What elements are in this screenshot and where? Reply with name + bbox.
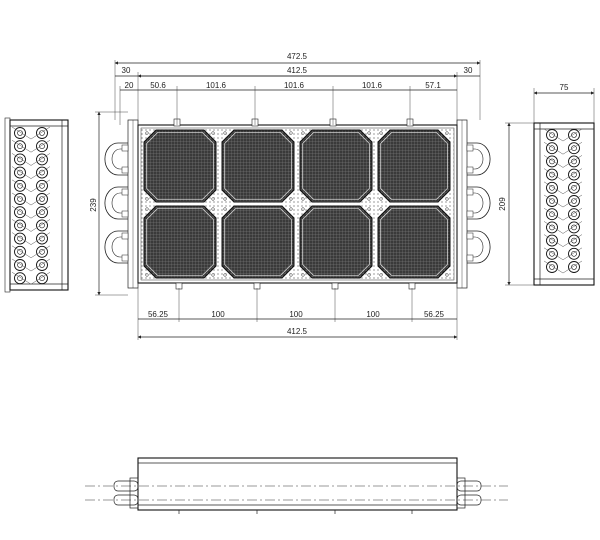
tube-end: [36, 272, 48, 285]
tube-end: [546, 181, 558, 194]
tube-end: [14, 206, 26, 219]
right-side-view: 75 209: [498, 83, 595, 286]
dim-fan-spacing-3: 101.6: [284, 81, 305, 90]
dim-core-width-bottom: 412.5: [287, 327, 308, 336]
fan-grille: [299, 205, 373, 279]
bottom-view-body: [137, 457, 458, 511]
tube-end: [14, 219, 26, 232]
tube-end: [14, 232, 26, 245]
dim-fan-spacing-4: 101.6: [362, 81, 383, 90]
dim-side-height: 209: [498, 197, 507, 211]
tube-end: [546, 208, 558, 221]
fan-grille: [377, 205, 451, 279]
tube-end: [546, 261, 558, 273]
return-bend: [467, 186, 491, 220]
tube-end: [568, 168, 580, 181]
right-side-body: [533, 122, 595, 286]
dim-left-margin: 30: [122, 66, 131, 75]
tube-end: [546, 142, 558, 155]
return-bend: [467, 142, 491, 176]
front-view: [104, 118, 491, 290]
dim-right-margin: 30: [464, 66, 473, 75]
tube-end: [568, 142, 580, 155]
tube-end: [14, 272, 26, 285]
tube-end: [36, 179, 48, 192]
dim-core-width-top: 412.5: [287, 66, 308, 75]
tube-end: [36, 153, 48, 166]
tube-end: [546, 129, 558, 141]
fan-grille: [143, 129, 217, 203]
dim-fan-spacing-5: 57.1: [425, 81, 441, 90]
tube-end: [568, 221, 580, 234]
tube-end: [14, 259, 26, 271]
tube-end: [546, 247, 558, 260]
tube-end: [14, 153, 26, 166]
bottom-view: [85, 457, 508, 514]
dim-front-height: 239: [89, 198, 98, 212]
tube-end: [546, 234, 558, 247]
tube-end: [36, 193, 48, 205]
tube-end: [14, 245, 26, 258]
dim-bottom-spacing-5: 56.25: [424, 310, 445, 319]
fan-grille: [299, 129, 373, 203]
tube-end: [14, 179, 26, 192]
fan-grille: [221, 205, 295, 279]
tube-end: [568, 195, 580, 207]
tube-end: [568, 129, 580, 141]
fan-grille: [143, 205, 217, 279]
left-side-view: [4, 117, 69, 293]
left-return-bends: [104, 142, 129, 264]
tube-end: [568, 181, 580, 194]
left-side-tube-array: [11, 126, 51, 285]
return-bend: [104, 142, 128, 176]
tube-end: [36, 259, 48, 271]
tube-end: [568, 234, 580, 247]
right-return-bends: [466, 142, 491, 264]
return-bend: [104, 186, 128, 220]
dim-fan-spacing-1: 50.6: [150, 81, 166, 90]
tube-end: [568, 261, 580, 273]
tube-end: [546, 195, 558, 207]
tube-end: [36, 232, 48, 245]
tube-end: [568, 155, 580, 168]
return-bend: [104, 230, 128, 264]
tube-end: [36, 166, 48, 179]
dim-side-depth: 75: [560, 83, 569, 92]
tube-end: [36, 245, 48, 258]
mounting-feet: [175, 282, 416, 290]
dim-bottom-spacing-1: 56.25: [148, 310, 169, 319]
tube-end: [36, 219, 48, 232]
front-dimensions: 472.5 30 412.5 30 20 50.6 101.6 101.6 10…: [89, 52, 481, 340]
tube-end: [36, 206, 48, 219]
dim-bottom-spacing-2: 100: [211, 310, 225, 319]
tube-end: [546, 155, 558, 168]
tube-end: [14, 193, 26, 205]
tube-end: [568, 208, 580, 221]
dim-bottom-spacing-3: 100: [289, 310, 303, 319]
tube-end: [546, 168, 558, 181]
fan-array: [143, 129, 451, 279]
tube-end: [36, 127, 48, 139]
dim-bottom-spacing-4: 100: [366, 310, 380, 319]
right-side-tube-array: [543, 128, 583, 274]
tube-end: [14, 166, 26, 179]
fan-grille: [221, 129, 295, 203]
tube-end: [36, 140, 48, 153]
dim-fan-spacing-2: 101.6: [206, 81, 227, 90]
dim-overall-width: 472.5: [287, 52, 308, 61]
dim-left-offset: 20: [125, 81, 134, 90]
fan-grille: [377, 129, 451, 203]
tube-end: [546, 221, 558, 234]
return-bend: [467, 230, 491, 264]
tube-end: [14, 127, 26, 139]
tube-end: [14, 140, 26, 153]
tube-end: [568, 247, 580, 260]
